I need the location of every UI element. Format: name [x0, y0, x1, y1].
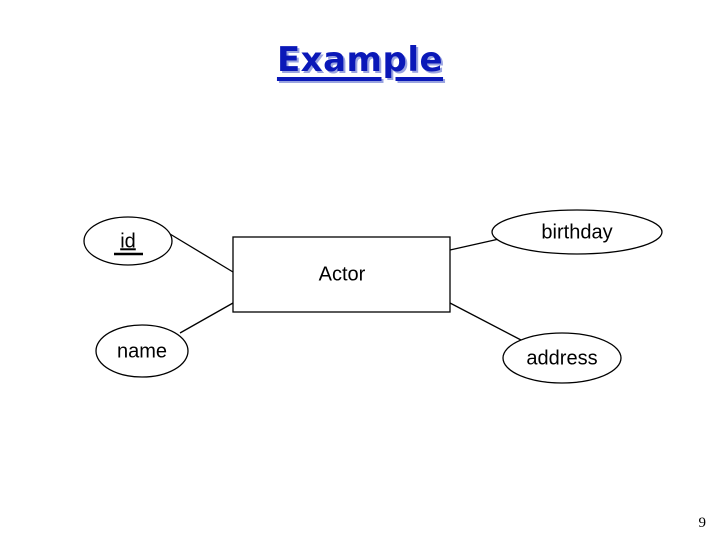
attribute-name-ellipse[interactable]: [95, 324, 189, 378]
connector-actor-address: [449, 302, 522, 341]
page-number: 9: [698, 515, 707, 531]
attribute-birthday-ellipse[interactable]: [491, 209, 663, 255]
attribute-id-ellipse[interactable]: [83, 216, 173, 266]
entity-actor-box[interactable]: [232, 236, 451, 313]
attribute-address-label: address: [526, 347, 597, 369]
attribute-name-label: name: [117, 340, 167, 362]
connector-actor-birthday: [449, 238, 500, 251]
connector-name-actor: [179, 302, 234, 334]
connector-id-actor: [169, 233, 234, 273]
attribute-id-label: id: [120, 230, 136, 252]
attribute-address-ellipse[interactable]: [502, 332, 622, 384]
entity-actor-label: Actor: [319, 263, 366, 285]
page-title: Example: [276, 40, 444, 80]
attribute-birthday-label: birthday: [541, 221, 612, 243]
